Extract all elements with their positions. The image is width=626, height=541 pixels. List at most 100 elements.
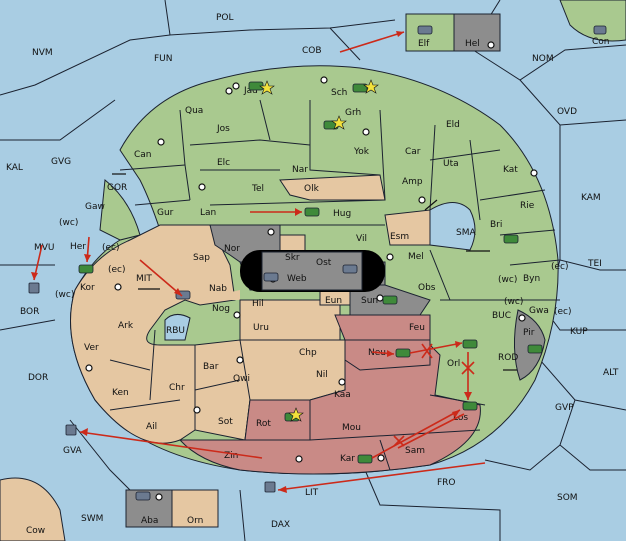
label-ost: Ost — [316, 258, 332, 268]
label-pir: Pir — [523, 328, 535, 338]
supply-center — [114, 283, 122, 291]
label-amp: Amp — [402, 177, 423, 187]
label-sam: Sam — [405, 446, 425, 456]
land-borders — [109, 99, 561, 471]
label-kal: KAL — [6, 163, 23, 173]
label-orn: Orn — [187, 516, 203, 526]
army-unit — [304, 207, 320, 217]
cut-mark — [421, 343, 433, 359]
label-aba: Aba — [141, 516, 158, 526]
arrow-order — [409, 342, 463, 354]
label-lit: LIT — [305, 488, 319, 498]
units-green[interactable] — [78, 81, 543, 464]
arrow-order — [79, 431, 263, 459]
supply-center — [530, 169, 538, 177]
label-rot: Rot — [256, 419, 271, 429]
supply-center — [85, 364, 93, 372]
star-icon — [331, 115, 347, 130]
supply-center — [376, 294, 384, 302]
star-icon — [363, 79, 379, 94]
army-unit — [352, 83, 368, 93]
sea-labels: POL NVM FUN COB NOM OVD KAL GVG GOR KAM … — [6, 13, 619, 530]
label-gaw: Gaw — [85, 202, 105, 212]
arrowhead — [278, 486, 287, 493]
arrowhead — [174, 288, 182, 296]
region-chp[interactable] — [239, 339, 346, 401]
label-elf: Elf — [418, 39, 430, 49]
label-rie: Rie — [520, 201, 535, 211]
arrowheads — [31, 31, 472, 493]
label-kat: Kat — [503, 165, 518, 175]
label-tel: Tel — [251, 184, 264, 194]
army-unit — [382, 295, 398, 305]
region-cow[interactable] — [0, 477, 66, 541]
army-unit — [462, 401, 478, 411]
label-hel: Hel — [465, 39, 480, 49]
label-gur: Gur — [157, 208, 174, 218]
label-chr: Chr — [169, 383, 185, 393]
label-sch: Sch — [331, 88, 347, 98]
arrowhead — [396, 31, 404, 37]
arrow-order — [339, 31, 405, 53]
label-buc: BUC — [492, 311, 511, 321]
label-kup: KUP — [570, 327, 588, 337]
label-zin: Zin — [224, 451, 238, 461]
sea-sma-inner — [429, 202, 476, 251]
label-som: SOM — [557, 493, 578, 503]
label-hil: Hil — [252, 299, 264, 309]
supply-center — [320, 76, 328, 84]
label-pol: POL — [216, 13, 234, 23]
label-esm: Esm — [390, 232, 409, 242]
arrowhead — [80, 428, 88, 436]
annotation-ec-2: (ec) — [108, 265, 126, 275]
label-gvg: GVG — [51, 157, 71, 167]
annotation-wc-3: (wc) — [498, 275, 517, 285]
label-hug: Hug — [333, 209, 351, 219]
label-uta: Uta — [443, 159, 459, 169]
label-grh: Grh — [345, 108, 361, 118]
supply-center — [377, 454, 385, 462]
label-cob: COB — [302, 46, 322, 56]
label-fun: FUN — [154, 54, 173, 64]
region-orn[interactable] — [171, 489, 219, 528]
arrowhead — [387, 350, 394, 357]
label-chp: Chp — [299, 348, 317, 358]
label-ovd: OVD — [557, 107, 577, 117]
label-nog: Nog — [212, 304, 230, 314]
label-nor: Nor — [224, 244, 240, 254]
supply-center — [157, 138, 165, 146]
label-eld: Eld — [446, 120, 460, 130]
supply-center — [295, 455, 303, 463]
label-yok: Yok — [353, 147, 370, 157]
label-dor: DOR — [28, 373, 48, 383]
label-ver: Ver — [84, 343, 99, 353]
region-olk[interactable] — [279, 174, 386, 201]
label-car: Car — [405, 147, 421, 157]
fleet-unit — [65, 424, 77, 436]
label-gva: GVA — [63, 446, 83, 456]
label-bar: Bar — [203, 362, 219, 372]
label-olk: Olk — [304, 184, 320, 194]
label-vil: Vil — [356, 234, 367, 244]
supply-center — [232, 82, 240, 90]
label-sma: SMA — [456, 228, 476, 238]
label-ken: Ken — [112, 388, 129, 398]
label-obs: Obs — [418, 283, 436, 293]
region-gaw[interactable] — [99, 179, 141, 241]
label-sun: Sun — [361, 296, 378, 306]
label-alt: ALT — [603, 368, 619, 378]
label-nvm: NVM — [32, 48, 53, 58]
label-mel: Mel — [408, 252, 424, 262]
label-jad: Jad — [243, 86, 258, 96]
arrow-order — [371, 409, 461, 459]
label-her: Her — [70, 242, 86, 252]
label-nom: NOM — [532, 54, 554, 64]
army-unit — [527, 344, 543, 354]
label-rod: ROD — [498, 353, 518, 363]
fleet-unit — [417, 25, 433, 35]
label-bor: BOR — [20, 307, 39, 317]
label-gor: GOR — [107, 183, 127, 193]
supply-center — [362, 128, 370, 136]
star-icon — [259, 80, 275, 95]
